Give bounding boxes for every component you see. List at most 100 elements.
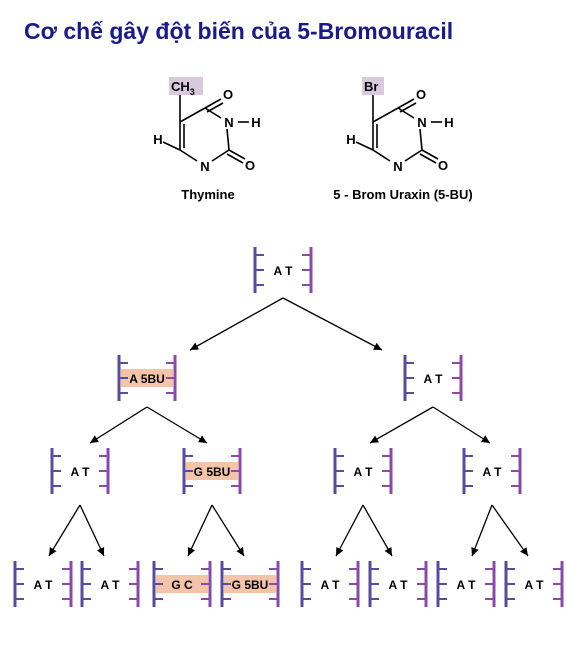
dna-pair: A T	[462, 448, 522, 494]
arrow	[432, 406, 491, 444]
diagram-title: Cơ chế gây đột biến của 5-Bromouracil	[24, 18, 454, 44]
arrow-shaft	[146, 406, 208, 444]
pair-highlight	[186, 462, 238, 480]
dna-pair: G 5BU	[220, 561, 280, 607]
arrow-shaft	[187, 504, 213, 557]
thymine-atom-o-bottom: O	[245, 158, 255, 173]
bromouracil-substituent-label: Br	[364, 79, 378, 94]
bromouracil-bond-c2-n1	[404, 149, 423, 162]
pair-highlight	[156, 575, 208, 593]
bromouracil-atom-h-left: H	[346, 132, 355, 147]
thymine-bond-n1-c6	[179, 149, 198, 162]
arrow-shaft	[362, 504, 393, 557]
bromouracil-substituent-box	[362, 77, 384, 95]
bromouracil-bond-n3-c2	[419, 128, 423, 151]
bromouracil-bond-c5-c4	[372, 107, 399, 123]
base-pair-label: A T	[71, 465, 91, 479]
dna-pair: A T	[403, 355, 463, 401]
thymine-bond-c6-h	[162, 141, 181, 151]
base-pair-label: A T	[457, 578, 477, 592]
base-pair-label: A 5BU	[129, 372, 165, 386]
dna-pair: A T	[50, 448, 110, 494]
base-pair-label: G C	[171, 578, 193, 592]
bromouracil-name-label: 5 - Brom Uraxin (5-BU)	[333, 187, 472, 202]
dna-pair: A T	[300, 561, 360, 607]
arrow	[146, 406, 208, 444]
arrow-head	[384, 547, 392, 556]
base-pair-label: A T	[525, 578, 545, 592]
thymine-bond-c2-o-double	[226, 153, 244, 164]
thymine-atom-n-bottom: N	[200, 159, 209, 174]
base-pair-label: G 5BU	[194, 465, 231, 479]
arrow	[335, 504, 364, 557]
base-pair-label: A T	[274, 264, 294, 278]
arrow-head	[97, 547, 105, 556]
thymine-name-label: Thymine	[181, 187, 234, 202]
arrow-head	[198, 435, 207, 443]
dna-pair: A T	[368, 561, 428, 607]
arrow	[187, 504, 213, 557]
arrow-head	[236, 547, 244, 556]
pair-highlight	[121, 369, 173, 387]
base-pair-label: A T	[354, 465, 374, 479]
arrow-shaft	[48, 504, 81, 557]
thymine-bond-c4-n3	[204, 107, 222, 119]
bromouracil-bond-c4-n3	[397, 107, 415, 119]
thymine-atom-n-right: N	[224, 115, 233, 130]
bromouracil-atom-h-right: H	[444, 115, 453, 130]
thymine-substituent-subscript: 3	[190, 87, 195, 97]
thymine-bond-c5-c4	[179, 107, 206, 123]
arrow	[369, 406, 434, 444]
thymine-atom-h-right: H	[251, 115, 260, 130]
arrow-shaft	[432, 406, 491, 444]
base-pair-label: A T	[424, 372, 444, 386]
arrow-shaft	[89, 406, 148, 444]
dna-pair: A T	[504, 561, 564, 607]
dna-pair: A T	[333, 448, 393, 494]
arrow-head	[336, 547, 344, 556]
base-pair-label: A T	[321, 578, 341, 592]
dna-pair: G C	[152, 561, 212, 607]
base-pair-label: A T	[389, 578, 409, 592]
arrow-head	[49, 547, 57, 556]
thymine-bond-c4-o	[204, 98, 222, 109]
arrow-head	[370, 435, 379, 443]
bromouracil-bond-n1-c6	[372, 149, 391, 162]
arrow	[211, 504, 245, 557]
arrow	[491, 504, 529, 557]
arrow	[471, 504, 493, 557]
arrow-head	[520, 547, 528, 556]
bromouracil-atom-o-top: O	[416, 87, 426, 102]
arrow-shaft	[491, 504, 529, 557]
thymine-bond-n3-c2	[226, 128, 230, 151]
replication-tree: A T A 5BU A T A T G 5BU A T A T A T A T G C G 5BU A…	[13, 247, 564, 607]
arrow-head	[471, 547, 479, 556]
arrow-head	[481, 435, 490, 443]
dna-pair: G 5BU	[182, 448, 242, 494]
base-pair-label: A T	[101, 578, 121, 592]
arrow	[362, 504, 393, 557]
dna-pair: A T	[13, 561, 73, 607]
thymine-bond-c4-o-double	[206, 102, 224, 113]
thymine-substituent-box	[169, 77, 203, 95]
bromouracil-atom-o-bottom: O	[438, 158, 448, 173]
pair-highlight	[224, 575, 276, 593]
arrow	[89, 406, 148, 444]
arrow-shaft	[471, 504, 493, 557]
base-pair-label: A T	[34, 578, 54, 592]
bromouracil-bond-c2-o	[421, 149, 439, 160]
arrow-shaft	[335, 504, 364, 557]
thymine-atom-o-top: O	[223, 87, 233, 102]
arrow-shaft	[79, 504, 105, 557]
thymine-atom-h-left: H	[153, 132, 162, 147]
dna-pair: A T	[253, 247, 313, 293]
dna-pair: A T	[436, 561, 496, 607]
arrow-shaft	[369, 406, 434, 444]
arrow-head	[90, 435, 99, 443]
arrow	[79, 504, 105, 557]
bromouracil-bond-c6-h	[355, 141, 374, 151]
bromouracil-atom-n-right: N	[417, 115, 426, 130]
